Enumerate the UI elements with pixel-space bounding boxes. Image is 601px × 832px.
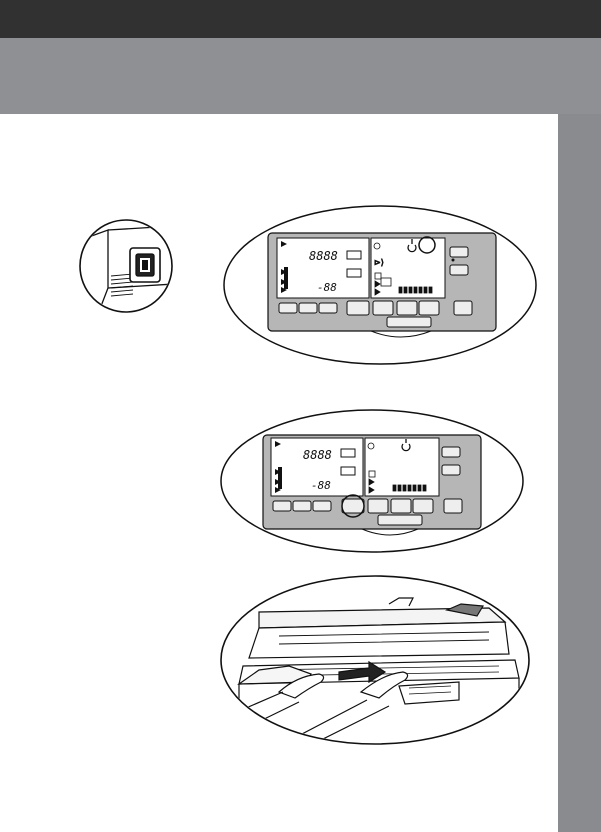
side-tab	[558, 114, 601, 832]
header-band	[0, 38, 601, 114]
panel-1-counter-main: 8888	[309, 249, 338, 263]
panel-1-counter-sub: -88	[317, 281, 337, 294]
panel-2-counter-sub: -88	[311, 479, 331, 492]
feeding-original-illustration	[219, 574, 531, 746]
power-switch-illustration	[78, 218, 174, 314]
top-bar	[0, 0, 601, 38]
control-panel-figure-1: 8888 -88 ⊳⟩	[221, 203, 539, 367]
svg-text:⊳⟩: ⊳⟩	[374, 258, 384, 267]
panel-2-counter-main: 8888	[303, 448, 332, 462]
control-panel-figure-2: 8888 -88	[218, 407, 526, 555]
